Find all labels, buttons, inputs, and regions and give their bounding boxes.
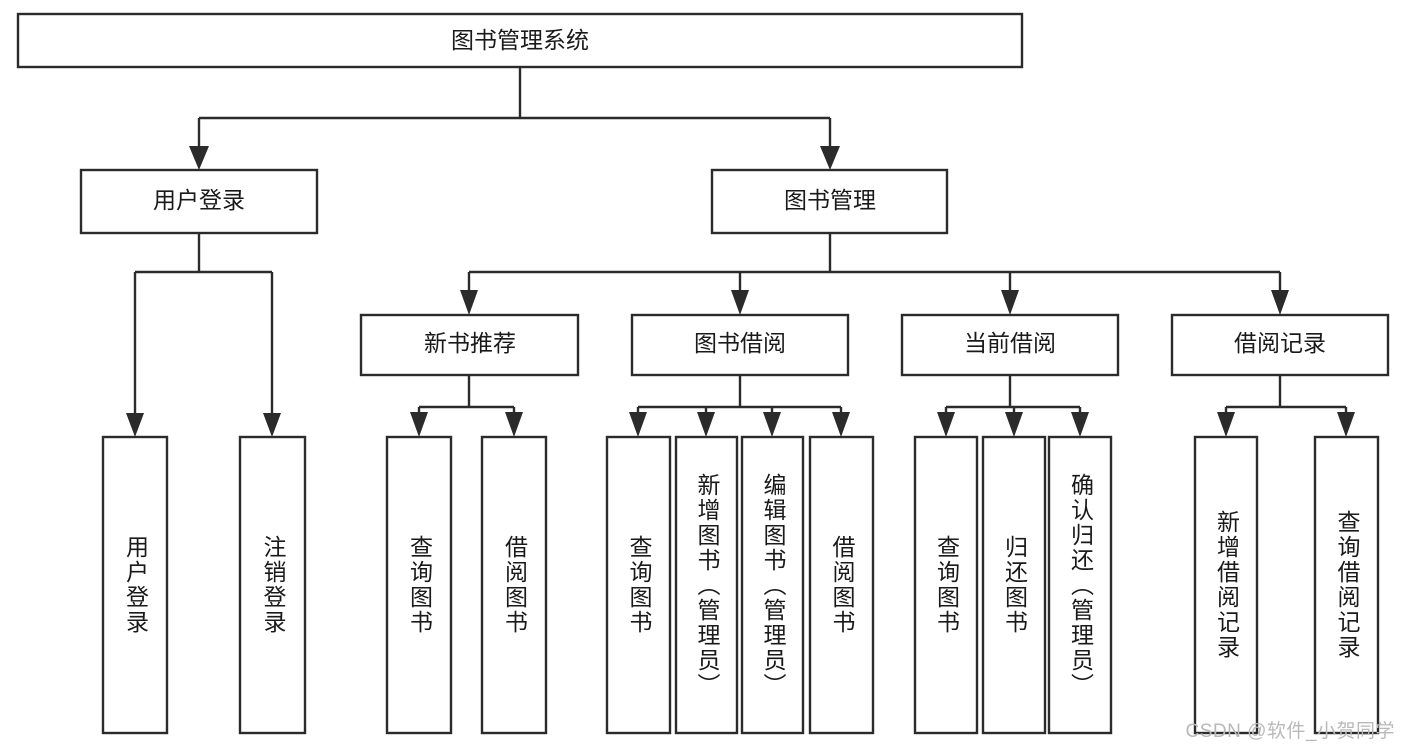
arrow-confirm-return-admin: [1071, 412, 1089, 437]
arrow-return-book: [1005, 412, 1023, 437]
arrow-borrow-book-borrow: [832, 412, 850, 437]
connector-layer: [126, 67, 1355, 437]
node-layer: 图书管理系统 用户登录 图书管理 新书推荐 图书借阅 当前借阅 借阅记录: [16, 12, 1390, 735]
node-box-current-borrow[interactable]: [900, 313, 1120, 377]
node-box-borrow-book-recommend[interactable]: [480, 435, 548, 735]
node-box-query-book-current[interactable]: [913, 435, 979, 735]
node-box-logout-leaf[interactable]: [238, 435, 307, 735]
arrow-edit-book-admin: [763, 412, 781, 437]
node-box-new-book-recommend[interactable]: [359, 313, 580, 377]
node-label-borrow-record: 借阅记录: [1234, 330, 1326, 356]
arrow-user-login: [189, 146, 209, 170]
node-box-user-login[interactable]: [79, 168, 319, 235]
arrow-query-borrow-record: [1337, 412, 1355, 437]
node-label-new-book-recommend: 新书推荐: [424, 330, 516, 356]
node-box-confirm-return-admin[interactable]: [1047, 435, 1113, 735]
node-box-title[interactable]: [16, 12, 1024, 69]
node-label-book-borrow: 图书借阅: [694, 330, 786, 356]
node-box-add-book-admin[interactable]: [674, 435, 739, 735]
node-label-book-management: 图书管理: [784, 187, 876, 213]
node-box-user-login-leaf[interactable]: [101, 435, 169, 735]
node-box-borrow-book-borrow[interactable]: [808, 435, 875, 735]
arrow-query-book-recommend: [410, 412, 428, 437]
node-box-query-book-borrow[interactable]: [605, 435, 672, 735]
arrow-book-borrow: [731, 290, 749, 315]
node-box-query-borrow-record[interactable]: [1313, 435, 1380, 735]
arrow-query-book-current: [937, 412, 955, 437]
arrow-new-book-recommend: [460, 290, 478, 315]
node-box-edit-book-admin[interactable]: [740, 435, 805, 735]
node-box-book-management[interactable]: [710, 168, 949, 235]
arrow-query-book-borrow: [629, 412, 647, 437]
arrow-current-borrow: [1001, 290, 1019, 315]
csdn-watermark: CSDN @软件_小贺同学: [1185, 721, 1395, 742]
arrow-book-management: [820, 146, 840, 170]
arrow-user-login-leaf: [126, 413, 144, 437]
node-box-return-book[interactable]: [981, 435, 1047, 735]
node-box-borrow-record[interactable]: [1170, 313, 1390, 377]
arrow-add-book-admin: [697, 412, 715, 437]
node-label-title: 图书管理系统: [451, 27, 589, 53]
node-box-query-book-recommend[interactable]: [385, 435, 453, 735]
arrow-borrow-book-recommend: [505, 412, 523, 437]
node-box-add-borrow-record[interactable]: [1193, 435, 1259, 735]
node-box-book-borrow[interactable]: [630, 313, 850, 377]
arrow-logout-leaf: [263, 413, 281, 437]
arrow-borrow-record: [1271, 290, 1289, 315]
node-label-user-login: 用户登录: [153, 187, 245, 213]
node-label-current-borrow: 当前借阅: [964, 330, 1056, 356]
arrow-add-borrow-record: [1217, 412, 1235, 437]
